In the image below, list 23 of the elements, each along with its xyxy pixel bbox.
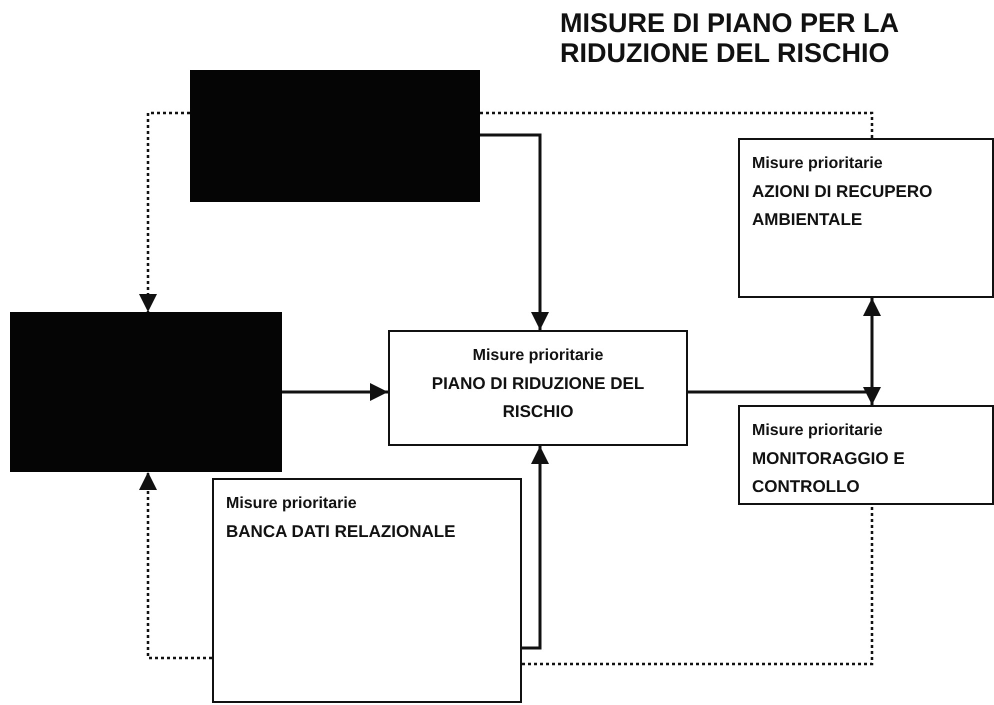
box-heading: MONITORAGGIO E CONTROLLO: [752, 448, 906, 498]
box-subtitle: Misure prioritarie: [226, 494, 358, 514]
connector-line: [522, 505, 874, 666]
connector-line: [480, 112, 874, 138]
arrow: [688, 387, 881, 405]
filled-block: [190, 70, 480, 202]
arrow: [522, 446, 549, 650]
box-subtitle: Misure prioritarie: [752, 154, 884, 174]
arrow: [139, 112, 190, 312]
process-box: [738, 405, 994, 505]
box-heading: BANCA DATI RELAZIONALE: [226, 521, 456, 543]
arrow: [139, 472, 212, 660]
box-heading: AZIONI DI RECUPERO AMBIENTALE: [752, 181, 934, 231]
process-box: [212, 478, 522, 703]
filled-block: [10, 312, 282, 472]
arrow: [282, 383, 388, 401]
process-box: [738, 138, 994, 298]
box-subtitle: Misure prioritarie: [472, 346, 604, 366]
box-heading: PIANO DI RIDUZIONE DEL RISCHIO: [430, 373, 646, 423]
process-box: [388, 330, 688, 446]
box-subtitle: Misure prioritarie: [752, 421, 884, 441]
diagram-title: MISURE DI PIANO PER LA RIDUZIONE DEL RISCHIO: [560, 8, 900, 68]
arrow: [480, 134, 549, 330]
